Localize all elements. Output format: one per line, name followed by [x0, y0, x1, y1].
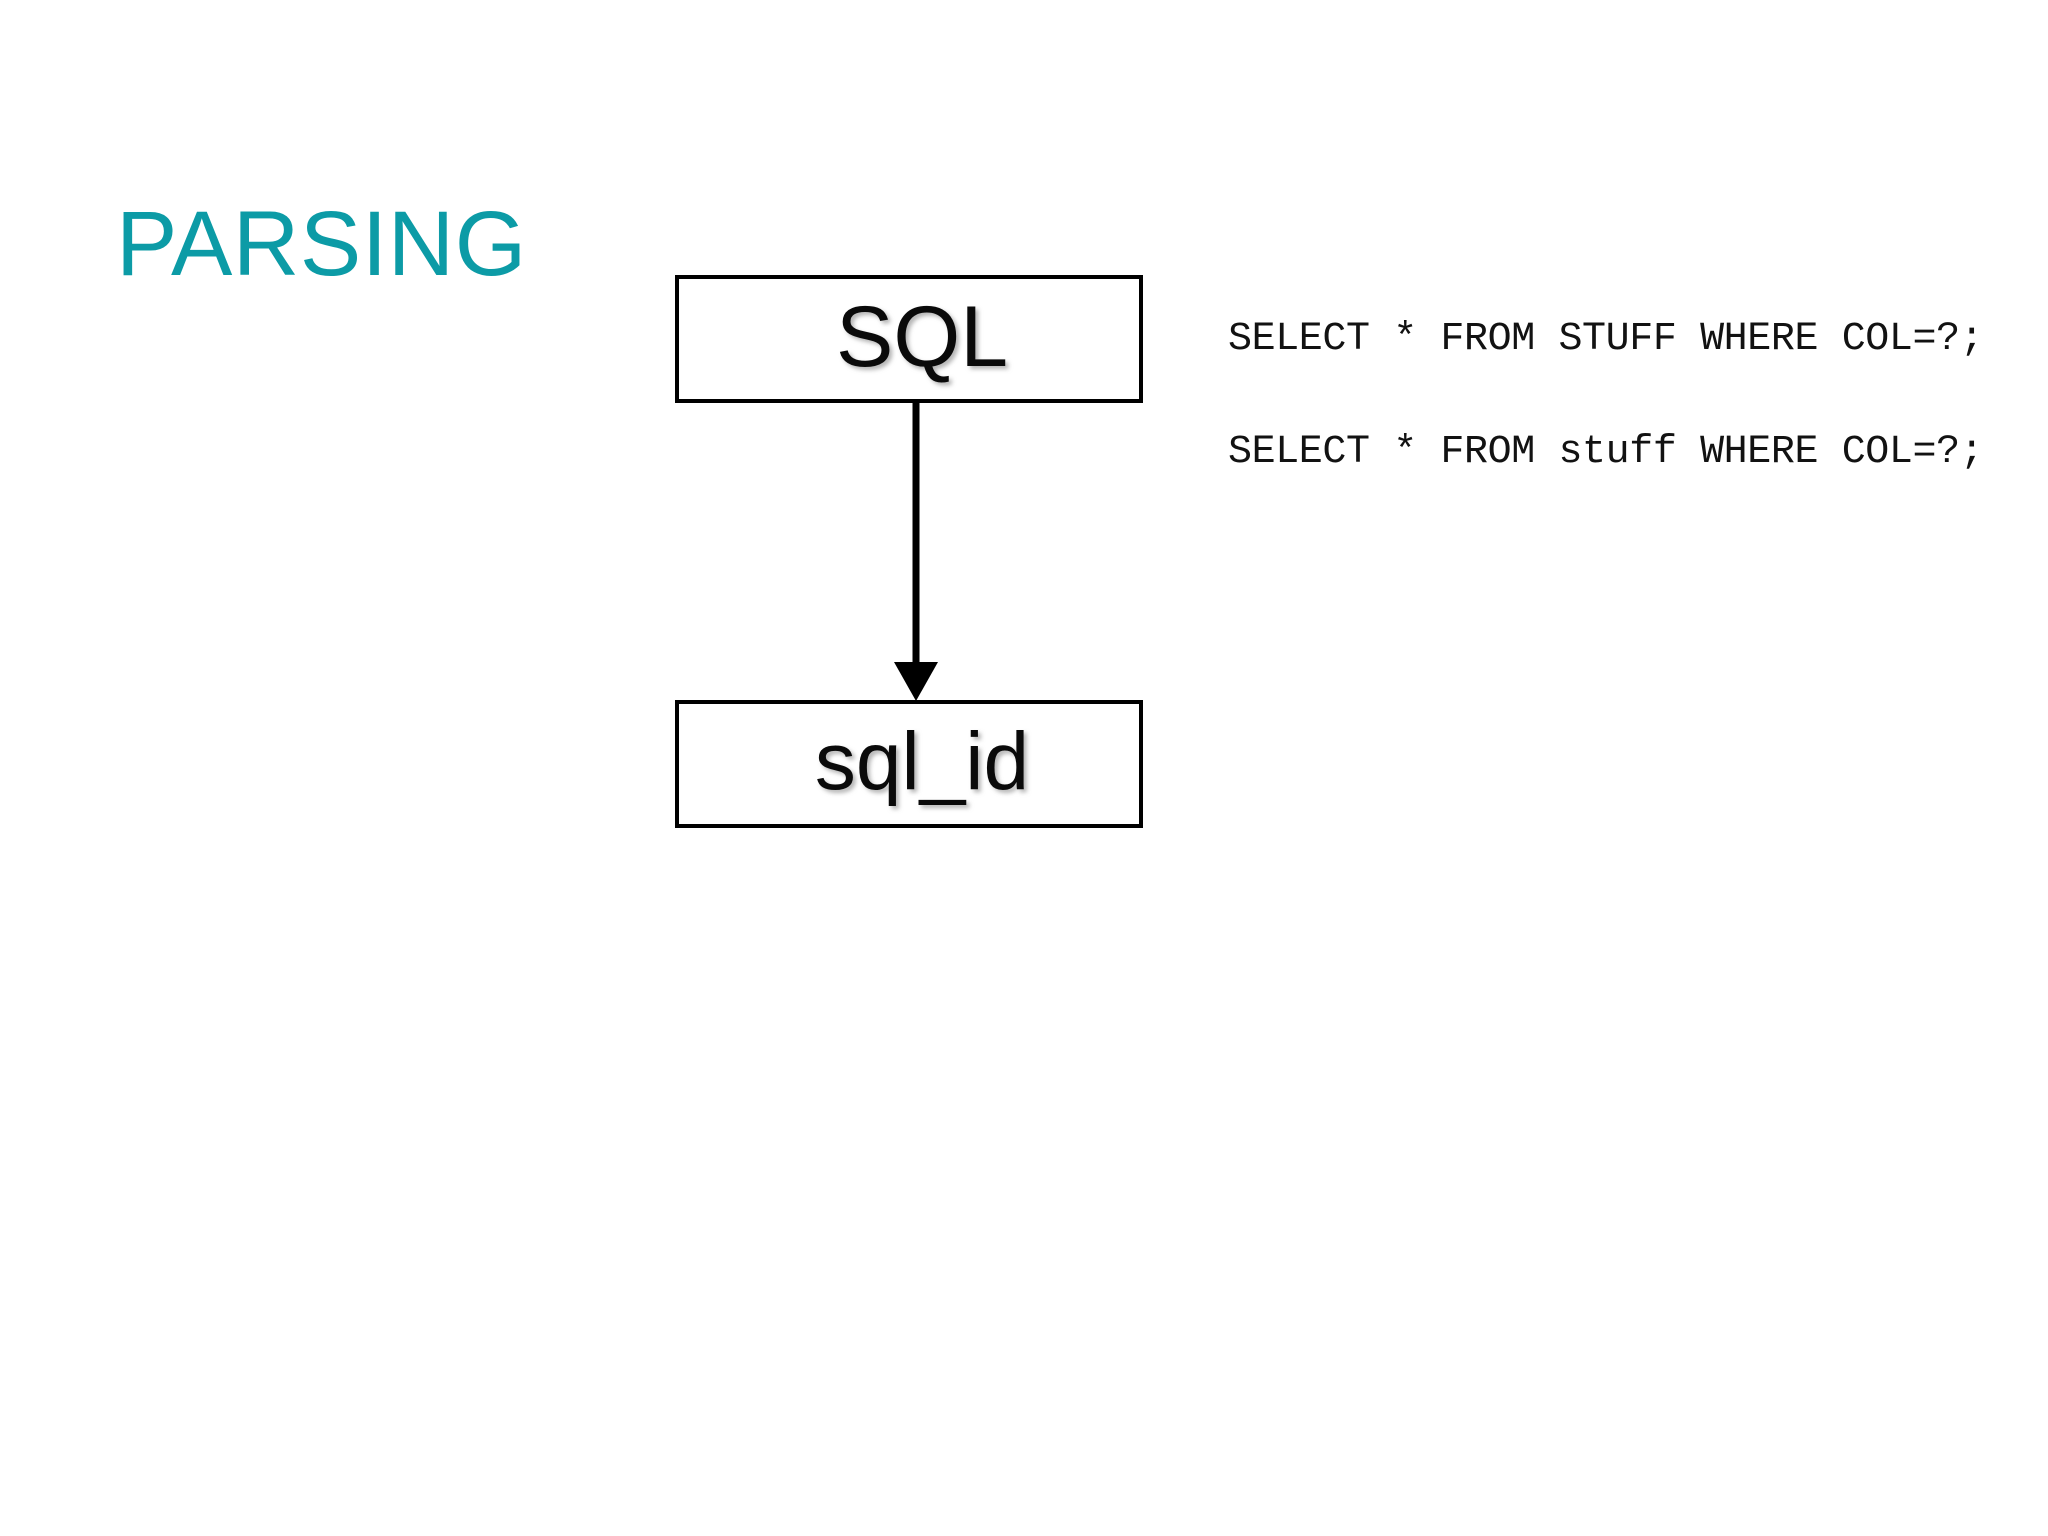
node-sql[interactable]: SQL	[675, 275, 1143, 403]
sql-code-block: SELECT * FROM STUFF WHERE COL=?; SELECT …	[1228, 312, 1984, 481]
sql-code-line-1: SELECT * FROM STUFF WHERE COL=?;	[1228, 317, 1984, 362]
node-sql-id[interactable]: sql_id	[675, 700, 1143, 828]
node-sql-id-label: sql_id	[814, 716, 1030, 807]
sql-code-line-2: SELECT * FROM stuff WHERE COL=?;	[1228, 430, 1984, 475]
code-line-spacer	[1228, 368, 1983, 425]
page-title: PARSING	[116, 192, 527, 295]
node-sql-label: SQL	[835, 289, 1009, 385]
